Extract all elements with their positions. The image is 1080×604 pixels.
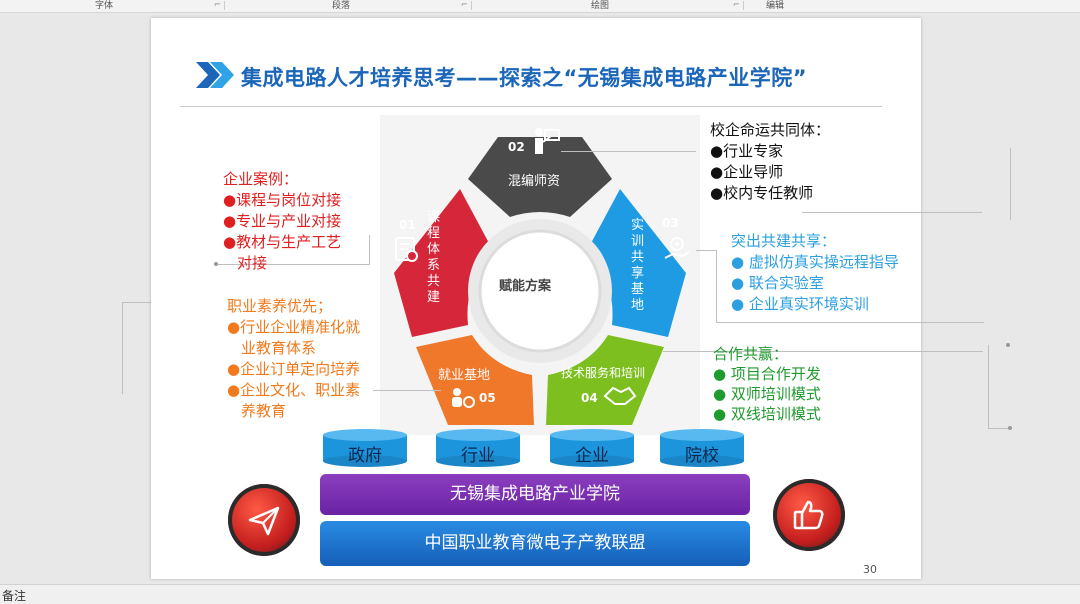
annotation-item: ●企业导师 [710, 163, 784, 181]
segment-05-label[interactable]: 就业基地 [438, 368, 491, 383]
segment-02-label[interactable]: 混编师资 [508, 174, 561, 189]
pillar-college[interactable]: 院校 [660, 429, 744, 467]
connector-line [716, 322, 984, 323]
ribbon-group-bar: 字体 ⌐ 段落 ⌐ 绘图 ⌐ 编辑 [0, 0, 1080, 13]
segment-03-shape [590, 189, 686, 337]
segment-02-num: 02 [508, 140, 525, 154]
annotation-item: 对接 [237, 254, 268, 272]
segment-02-shape [468, 137, 612, 217]
guide-line [122, 302, 177, 303]
annotation-heading: 突出共建共享： [731, 232, 837, 250]
slide-canvas[interactable]: 集成电路人才培养思考——探索之“无锡集成电路产业学院” 02 混编师资 01 课… [151, 18, 984, 579]
pillar-government[interactable]: 政府 [323, 429, 407, 467]
connector-line [369, 235, 370, 265]
segment-04-shape [546, 335, 664, 425]
annotation-heading: 职业素养优先； [227, 297, 333, 315]
annotation-heading: 校企命运共同体： [710, 121, 831, 139]
ribbon-group-editing[interactable]: 编辑 [766, 1, 785, 11]
connector-line [663, 351, 983, 352]
paragraph-dialog-launcher-icon[interactable]: ⌐ [461, 0, 468, 9]
annotation-item: ● 联合实验室 [731, 274, 824, 292]
guide-line [988, 345, 989, 429]
thumbs-up-icon [793, 500, 824, 530]
page-number: 30 [863, 563, 877, 576]
paper-plane-icon [248, 506, 280, 536]
annotation-heading: 合作共赢： [713, 345, 789, 363]
pillar-industry[interactable]: 行业 [436, 429, 520, 467]
handshake-icon [603, 386, 637, 405]
gear-hand-icon [664, 237, 690, 259]
paper-plane-button[interactable] [228, 484, 300, 556]
pillar-label: 政府 [348, 446, 382, 466]
annotation-item: ●企业订单定向培养 [227, 360, 361, 378]
segment-04-label[interactable]: 技术服务和培训 [561, 366, 646, 380]
guide-line [988, 428, 1010, 429]
segment-01-shape [394, 189, 490, 337]
teacher-board-icon [535, 128, 560, 154]
alliance-bar[interactable]: 中国职业教育微电子产教联盟 [320, 521, 750, 566]
segment-03-num: 03 [662, 216, 679, 230]
segment-01-num: 01 [399, 218, 416, 232]
pillar-label: 院校 [685, 446, 719, 466]
center-label[interactable]: 赋能方案 [499, 279, 552, 294]
pillar-enterprise[interactable]: 企业 [550, 429, 634, 467]
annotation-win-win[interactable]: 合作共赢： ● 项目合作开发 ● 双师培训模式 ● 双线培训模式 [713, 344, 821, 424]
notes-label[interactable]: 备注 [2, 589, 27, 603]
segment-04-num: 04 [581, 391, 598, 405]
connector-line [373, 390, 441, 391]
pillar-label: 行业 [461, 446, 495, 466]
person-money-icon [452, 388, 475, 408]
guide-line [122, 302, 123, 394]
guide-dot [1006, 343, 1010, 347]
annotation-item: ● 双师培训模式 [713, 385, 821, 403]
guide-dot [1008, 426, 1012, 430]
annotation-professional-quality[interactable]: 职业素养优先； ●行业企业精准化就 业教育体系 ●企业订单定向培养 ●企业文化、… [227, 296, 360, 422]
title-divider [180, 106, 882, 107]
annotation-item: ●行业企业精准化就 [227, 318, 361, 336]
annotation-item: ●课程与岗位对接 [223, 191, 342, 209]
ribbon-group-font[interactable]: 字体 [95, 1, 114, 11]
annotation-community[interactable]: 校企命运共同体： ●行业专家 ●企业导师 ●校内专任教师 [710, 120, 830, 204]
annotation-enterprise-cases[interactable]: 企业案例： ●课程与岗位对接 ●专业与产业对接 ●教材与生产工艺 对接 [223, 169, 341, 274]
annotation-heading: 企业案例： [223, 170, 299, 188]
annotation-item: ● 虚拟仿真实操远程指导 [731, 253, 899, 271]
double-chevron-icon [196, 62, 234, 88]
pentagon-diagram [380, 115, 700, 435]
annotation-item: 业教育体系 [241, 339, 317, 357]
thumbs-up-button[interactable] [773, 479, 845, 551]
slide-title[interactable]: 集成电路人才培养思考——探索之“无锡集成电路产业学院” [241, 66, 808, 90]
annotation-item: ●企业文化、职业素 [227, 381, 361, 399]
segment-05-shape [416, 335, 534, 425]
annotation-item: ●专业与产业对接 [223, 212, 342, 230]
segment-03-label[interactable]: 实训共享基地 [631, 218, 645, 313]
ribbon-group-paragraph[interactable]: 段落 [332, 1, 351, 11]
industry-college-bar[interactable]: 无锡集成电路产业学院 [320, 474, 750, 515]
connector-line [716, 250, 717, 322]
annotation-item: ● 项目合作开发 [713, 365, 821, 383]
document-check-icon [395, 237, 418, 262]
annotation-item: ● 企业真实环境实训 [731, 295, 869, 313]
guide-dot [214, 262, 218, 266]
guide-line [1010, 148, 1011, 220]
segment-05-num: 05 [479, 391, 496, 405]
connector-line [561, 151, 696, 152]
annotation-item: ● 双线培训模式 [713, 405, 821, 423]
notes-bar[interactable]: 备注 [0, 584, 1080, 604]
pillar-label: 企业 [575, 446, 609, 466]
annotation-item: ●教材与生产工艺 [223, 233, 342, 251]
segment-01-label[interactable]: 课程体系共建 [427, 210, 441, 305]
annotation-co-build-share[interactable]: 突出共建共享： ● 虚拟仿真实操远程指导 ● 联合实验室 ● 企业真实环境实训 [731, 231, 899, 315]
annotation-item: ●校内专任教师 [710, 184, 814, 202]
drawing-dialog-launcher-icon[interactable]: ⌐ [733, 0, 740, 9]
font-dialog-launcher-icon[interactable]: ⌐ [214, 0, 221, 9]
annotation-item: 养教育 [241, 402, 287, 420]
ribbon-group-drawing[interactable]: 绘图 [591, 1, 610, 11]
connector-line [696, 250, 716, 251]
connector-line [802, 212, 982, 213]
annotation-item: ●行业专家 [710, 142, 784, 160]
connector-line [218, 264, 370, 265]
